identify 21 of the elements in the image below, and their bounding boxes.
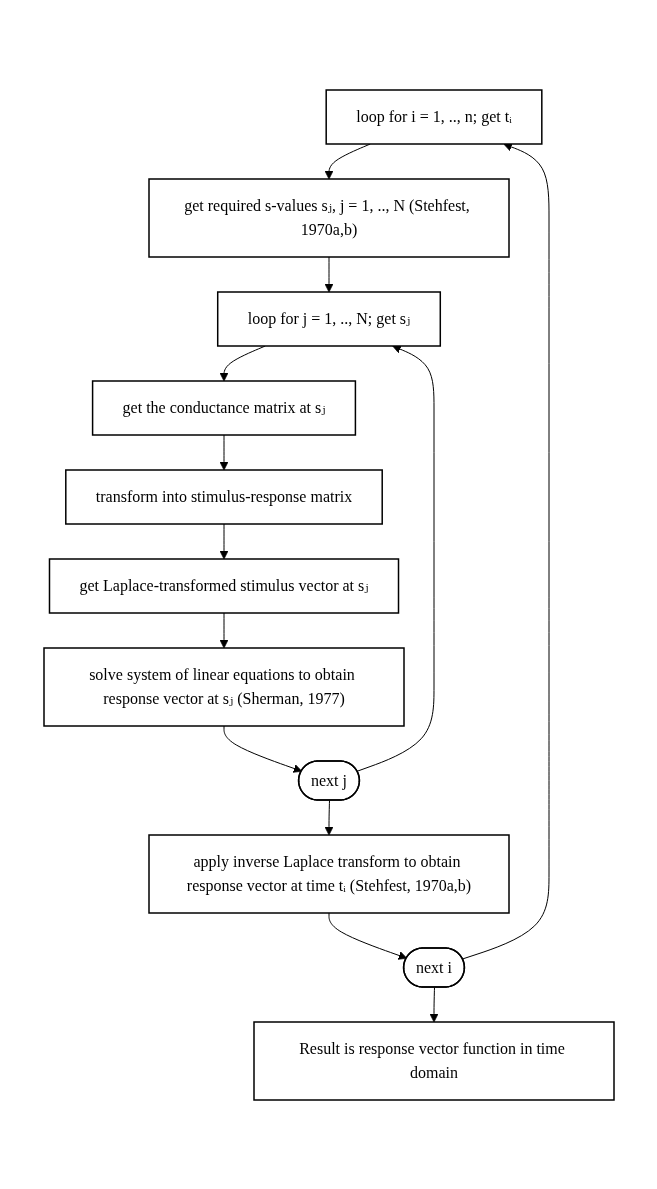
- arrow: [219, 523, 228, 559]
- arrow: [328, 912, 407, 960]
- node-box: solve system of linear equations to obtain response vector at sⱼ (Sherman, 1977): [42, 646, 405, 727]
- arrow: [324, 143, 371, 179]
- arrow: [429, 986, 438, 1022]
- node-box: apply inverse Laplace transform to obtain response vector at time tᵢ (Stehfest, 1970a,b): [147, 833, 510, 914]
- arrow: [324, 256, 333, 292]
- node-box: transform into stimulus-response matrix: [64, 468, 383, 525]
- node-box: Result is response vector function in time domain: [252, 1020, 615, 1101]
- node-box: get Laplace-transformed stimulus vector at sⱼ: [48, 557, 399, 614]
- arrow: [461, 142, 549, 959]
- arrow: [356, 344, 434, 772]
- node-box: get required s-values sⱼ, j = 1, .., N (Stehfest, 1970a,b): [147, 177, 510, 258]
- arrow: [223, 725, 302, 773]
- node-box: loop for i = 1, .., n; get tᵢ: [324, 88, 543, 145]
- arrow: [219, 612, 228, 648]
- arrow: [324, 799, 333, 835]
- arrow: [219, 345, 266, 381]
- node-box: loop for j = 1, .., N; get sⱼ: [216, 290, 441, 347]
- arrow: [219, 434, 228, 470]
- node-box: get the conductance matrix at sⱼ: [91, 379, 356, 436]
